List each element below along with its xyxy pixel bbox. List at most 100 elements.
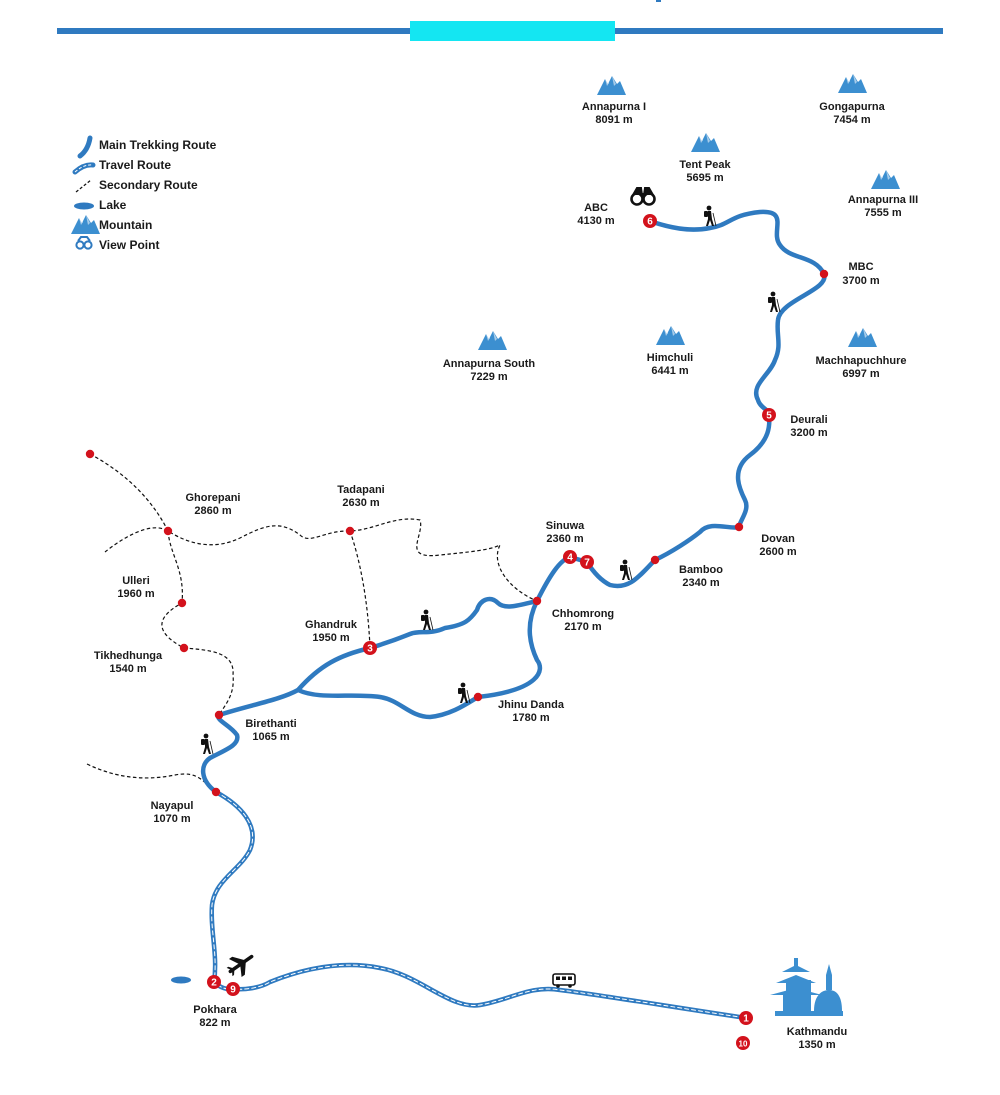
lake-icon bbox=[74, 202, 94, 210]
svg-text:2360 m: 2360 m bbox=[546, 533, 584, 545]
binoculars-icon bbox=[630, 187, 656, 206]
legend-view-point: View Point bbox=[99, 238, 159, 252]
svg-text:Bamboo: Bamboo bbox=[679, 564, 723, 576]
svg-text:7555 m: 7555 m bbox=[864, 207, 902, 219]
svg-text:5: 5 bbox=[766, 411, 772, 422]
legend-mountain: Mountain bbox=[99, 218, 152, 232]
svg-text:1070 m: 1070 m bbox=[153, 813, 191, 825]
svg-text:Annapurna South: Annapurna South bbox=[443, 358, 536, 370]
mountain-himchuli: Himchuli 6441 m bbox=[647, 326, 693, 377]
secondary-route-swatch bbox=[75, 179, 92, 193]
stop-9-marker: 9 bbox=[226, 982, 240, 996]
svg-text:Gongapurna: Gongapurna bbox=[819, 101, 885, 113]
main-route-swatch bbox=[77, 135, 93, 159]
svg-text:Ghandruk: Ghandruk bbox=[305, 619, 358, 631]
temple-icon bbox=[770, 958, 843, 1016]
mountain-icon bbox=[478, 331, 507, 350]
svg-text:2600 m: 2600 m bbox=[759, 546, 797, 558]
legend-secondary-route: Secondary Route bbox=[99, 178, 198, 192]
bus-icon bbox=[552, 973, 576, 988]
legend: Main Trekking Route Travel Route Seconda… bbox=[71, 135, 217, 252]
svg-text:Tikhedhunga: Tikhedhunga bbox=[94, 650, 163, 662]
hiker-icon bbox=[420, 609, 434, 631]
svg-text:4130 m: 4130 m bbox=[577, 215, 615, 227]
svg-text:Pokhara: Pokhara bbox=[193, 1004, 237, 1016]
svg-text:1780 m: 1780 m bbox=[512, 712, 550, 724]
svg-text:2630 m: 2630 m bbox=[342, 497, 380, 509]
mountain-tent-peak: Tent Peak 5695 m bbox=[679, 133, 731, 184]
travel-route bbox=[209, 789, 749, 1021]
legend-lake: Lake bbox=[99, 198, 127, 212]
header-bar bbox=[57, 0, 943, 41]
svg-text:3700 m: 3700 m bbox=[842, 275, 880, 287]
place-mbc: MBC 3700 m bbox=[842, 261, 880, 287]
svg-text:2860 m: 2860 m bbox=[194, 505, 232, 517]
hiker-icon bbox=[703, 205, 717, 227]
svg-text:1: 1 bbox=[743, 1014, 749, 1025]
svg-text:Birethanti: Birethanti bbox=[245, 718, 296, 730]
svg-text:Annapurna I: Annapurna I bbox=[582, 101, 646, 113]
mountain-icon bbox=[848, 328, 877, 347]
stop-7-marker: 7 bbox=[580, 555, 594, 569]
mountain-icon bbox=[71, 215, 100, 234]
mountain-icon bbox=[871, 170, 900, 189]
mountain-icon bbox=[838, 74, 867, 93]
svg-text:2: 2 bbox=[211, 978, 217, 989]
svg-text:1065 m: 1065 m bbox=[252, 731, 290, 743]
binoculars-icon bbox=[75, 236, 93, 250]
mountain-icon bbox=[656, 326, 685, 345]
stop-10-marker: 10 bbox=[736, 1036, 750, 1050]
svg-text:Ulleri: Ulleri bbox=[122, 575, 150, 587]
svg-text:3: 3 bbox=[367, 644, 373, 655]
svg-text:7229 m: 7229 m bbox=[470, 371, 508, 383]
mountain-gongapurna: Gongapurna 7454 m bbox=[819, 74, 886, 126]
hiker-icon bbox=[767, 291, 781, 313]
stop-2-marker: 2 bbox=[207, 975, 221, 989]
mountain-icon bbox=[691, 133, 720, 152]
mountains: Annapurna I 8091 m Gongapurna 7454 m Ten… bbox=[443, 74, 918, 383]
svg-text:Nayapul: Nayapul bbox=[151, 800, 194, 812]
svg-text:822 m: 822 m bbox=[199, 1017, 230, 1029]
svg-text:Kathmandu: Kathmandu bbox=[787, 1026, 848, 1038]
svg-text:2170 m: 2170 m bbox=[564, 621, 602, 633]
svg-text:3200 m: 3200 m bbox=[790, 427, 828, 439]
svg-text:Dovan: Dovan bbox=[761, 533, 795, 545]
airplane-icon bbox=[226, 954, 254, 978]
svg-text:ABC: ABC bbox=[584, 202, 608, 214]
svg-text:Tadapani: Tadapani bbox=[337, 484, 384, 496]
svg-text:Himchuli: Himchuli bbox=[647, 352, 693, 364]
svg-text:MBC: MBC bbox=[848, 261, 873, 273]
hiker-icon bbox=[200, 733, 214, 755]
mountain-annapurna-i: Annapurna I 8091 m bbox=[582, 76, 646, 126]
mountain-annapurna-iii: Annapurna III 7555 m bbox=[848, 170, 918, 219]
svg-text:1350 m: 1350 m bbox=[798, 1039, 836, 1051]
hiker-icon bbox=[457, 682, 471, 704]
svg-text:Deurali: Deurali bbox=[790, 414, 827, 426]
legend-main-route: Main Trekking Route bbox=[99, 138, 217, 152]
svg-text:Jhinu Danda: Jhinu Danda bbox=[498, 699, 565, 711]
stop-1-marker: 1 bbox=[739, 1011, 753, 1025]
svg-text:Ghorepani: Ghorepani bbox=[185, 492, 240, 504]
svg-text:7: 7 bbox=[584, 558, 590, 569]
svg-text:5695 m: 5695 m bbox=[686, 172, 724, 184]
lake-icon bbox=[171, 976, 191, 984]
stop-3-marker: 3 bbox=[363, 641, 377, 655]
svg-text:6441 m: 6441 m bbox=[651, 365, 689, 377]
svg-text:8091 m: 8091 m bbox=[595, 114, 633, 126]
